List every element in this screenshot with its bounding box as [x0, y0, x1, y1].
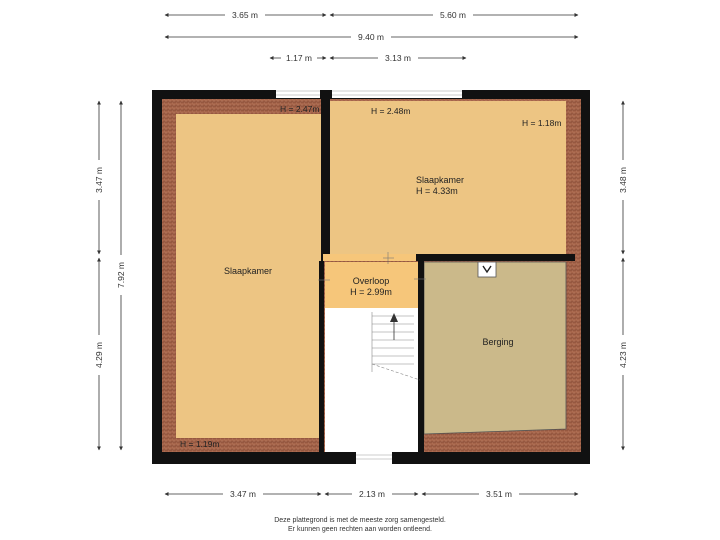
height-labels: H = 2.47m H = 2.48m H = 1.18m H = 1.19m — [180, 104, 561, 449]
stairwell — [325, 308, 418, 452]
dim-bottom-right: 3.51 m — [486, 489, 512, 499]
building — [152, 88, 590, 464]
height-right-corner: H = 1.18m — [522, 118, 561, 128]
landing-floor — [325, 262, 418, 308]
dim-bottom-left: 3.47 m — [230, 489, 256, 499]
label-left-bedroom: Slaapkamer — [224, 266, 272, 276]
bottom-dimensions: 3.47 m 2.13 m 3.51 m — [164, 488, 579, 500]
boiler-icon — [477, 261, 497, 278]
dim-top-total: 9.40 m — [358, 32, 384, 42]
dim-left-total: 7.92 m — [116, 262, 126, 288]
wall-stair-left — [319, 261, 324, 452]
wall-bedroom-divider — [321, 99, 330, 255]
height-right-top: H = 2.48m — [371, 106, 410, 116]
right-dimensions: 3.48 m 4.23 m — [617, 100, 629, 451]
disclaimer-line-1: Deze plattegrond is met de meeste zorg s… — [274, 517, 446, 524]
dim-top-window-left: 1.17 m — [286, 53, 312, 63]
window-top-right — [332, 88, 462, 98]
window-top-left — [276, 88, 320, 98]
label-landing: Overloop — [353, 276, 390, 286]
top-dimensions: 3.65 m 5.60 m 9.40 m 1.17 m 3.13 m — [164, 9, 579, 64]
staircase — [371, 312, 421, 381]
left-dimensions: 3.47 m 4.29 m 7.92 m — [93, 100, 127, 451]
room-labels: Slaapkamer Slaapkamer H = 4.33m Overloop… — [224, 175, 514, 347]
height-left-bottom: H = 1.19m — [180, 439, 219, 449]
label-right-bedroom-height: H = 4.33m — [416, 186, 458, 196]
dim-left-lower: 4.29 m — [94, 342, 104, 368]
dim-top-left: 3.65 m — [232, 10, 258, 20]
dim-top-window-right: 3.13 m — [385, 53, 411, 63]
height-left-top: H = 2.47m — [280, 104, 319, 114]
wall-stair-right — [418, 261, 424, 452]
storage-floor — [423, 261, 567, 435]
dim-bottom-mid: 2.13 m — [359, 489, 385, 499]
dim-top-right: 5.60 m — [440, 10, 466, 20]
label-storage: Berging — [482, 337, 513, 347]
disclaimer-line-2: Er kunnen geen rechten aan worden ontlee… — [288, 526, 432, 533]
left-bedroom-floor — [176, 114, 321, 438]
dim-left-upper: 3.47 m — [94, 167, 104, 193]
dim-right-lower: 4.23 m — [618, 342, 628, 368]
right-bedroom-floor — [330, 101, 566, 254]
dim-right-upper: 3.48 m — [618, 167, 628, 193]
label-right-bedroom: Slaapkamer — [416, 175, 464, 185]
landing-opening — [323, 254, 416, 261]
wall-mid-horizontal — [321, 254, 575, 261]
window-bottom — [356, 452, 392, 464]
label-landing-height: H = 2.99m — [350, 287, 392, 297]
